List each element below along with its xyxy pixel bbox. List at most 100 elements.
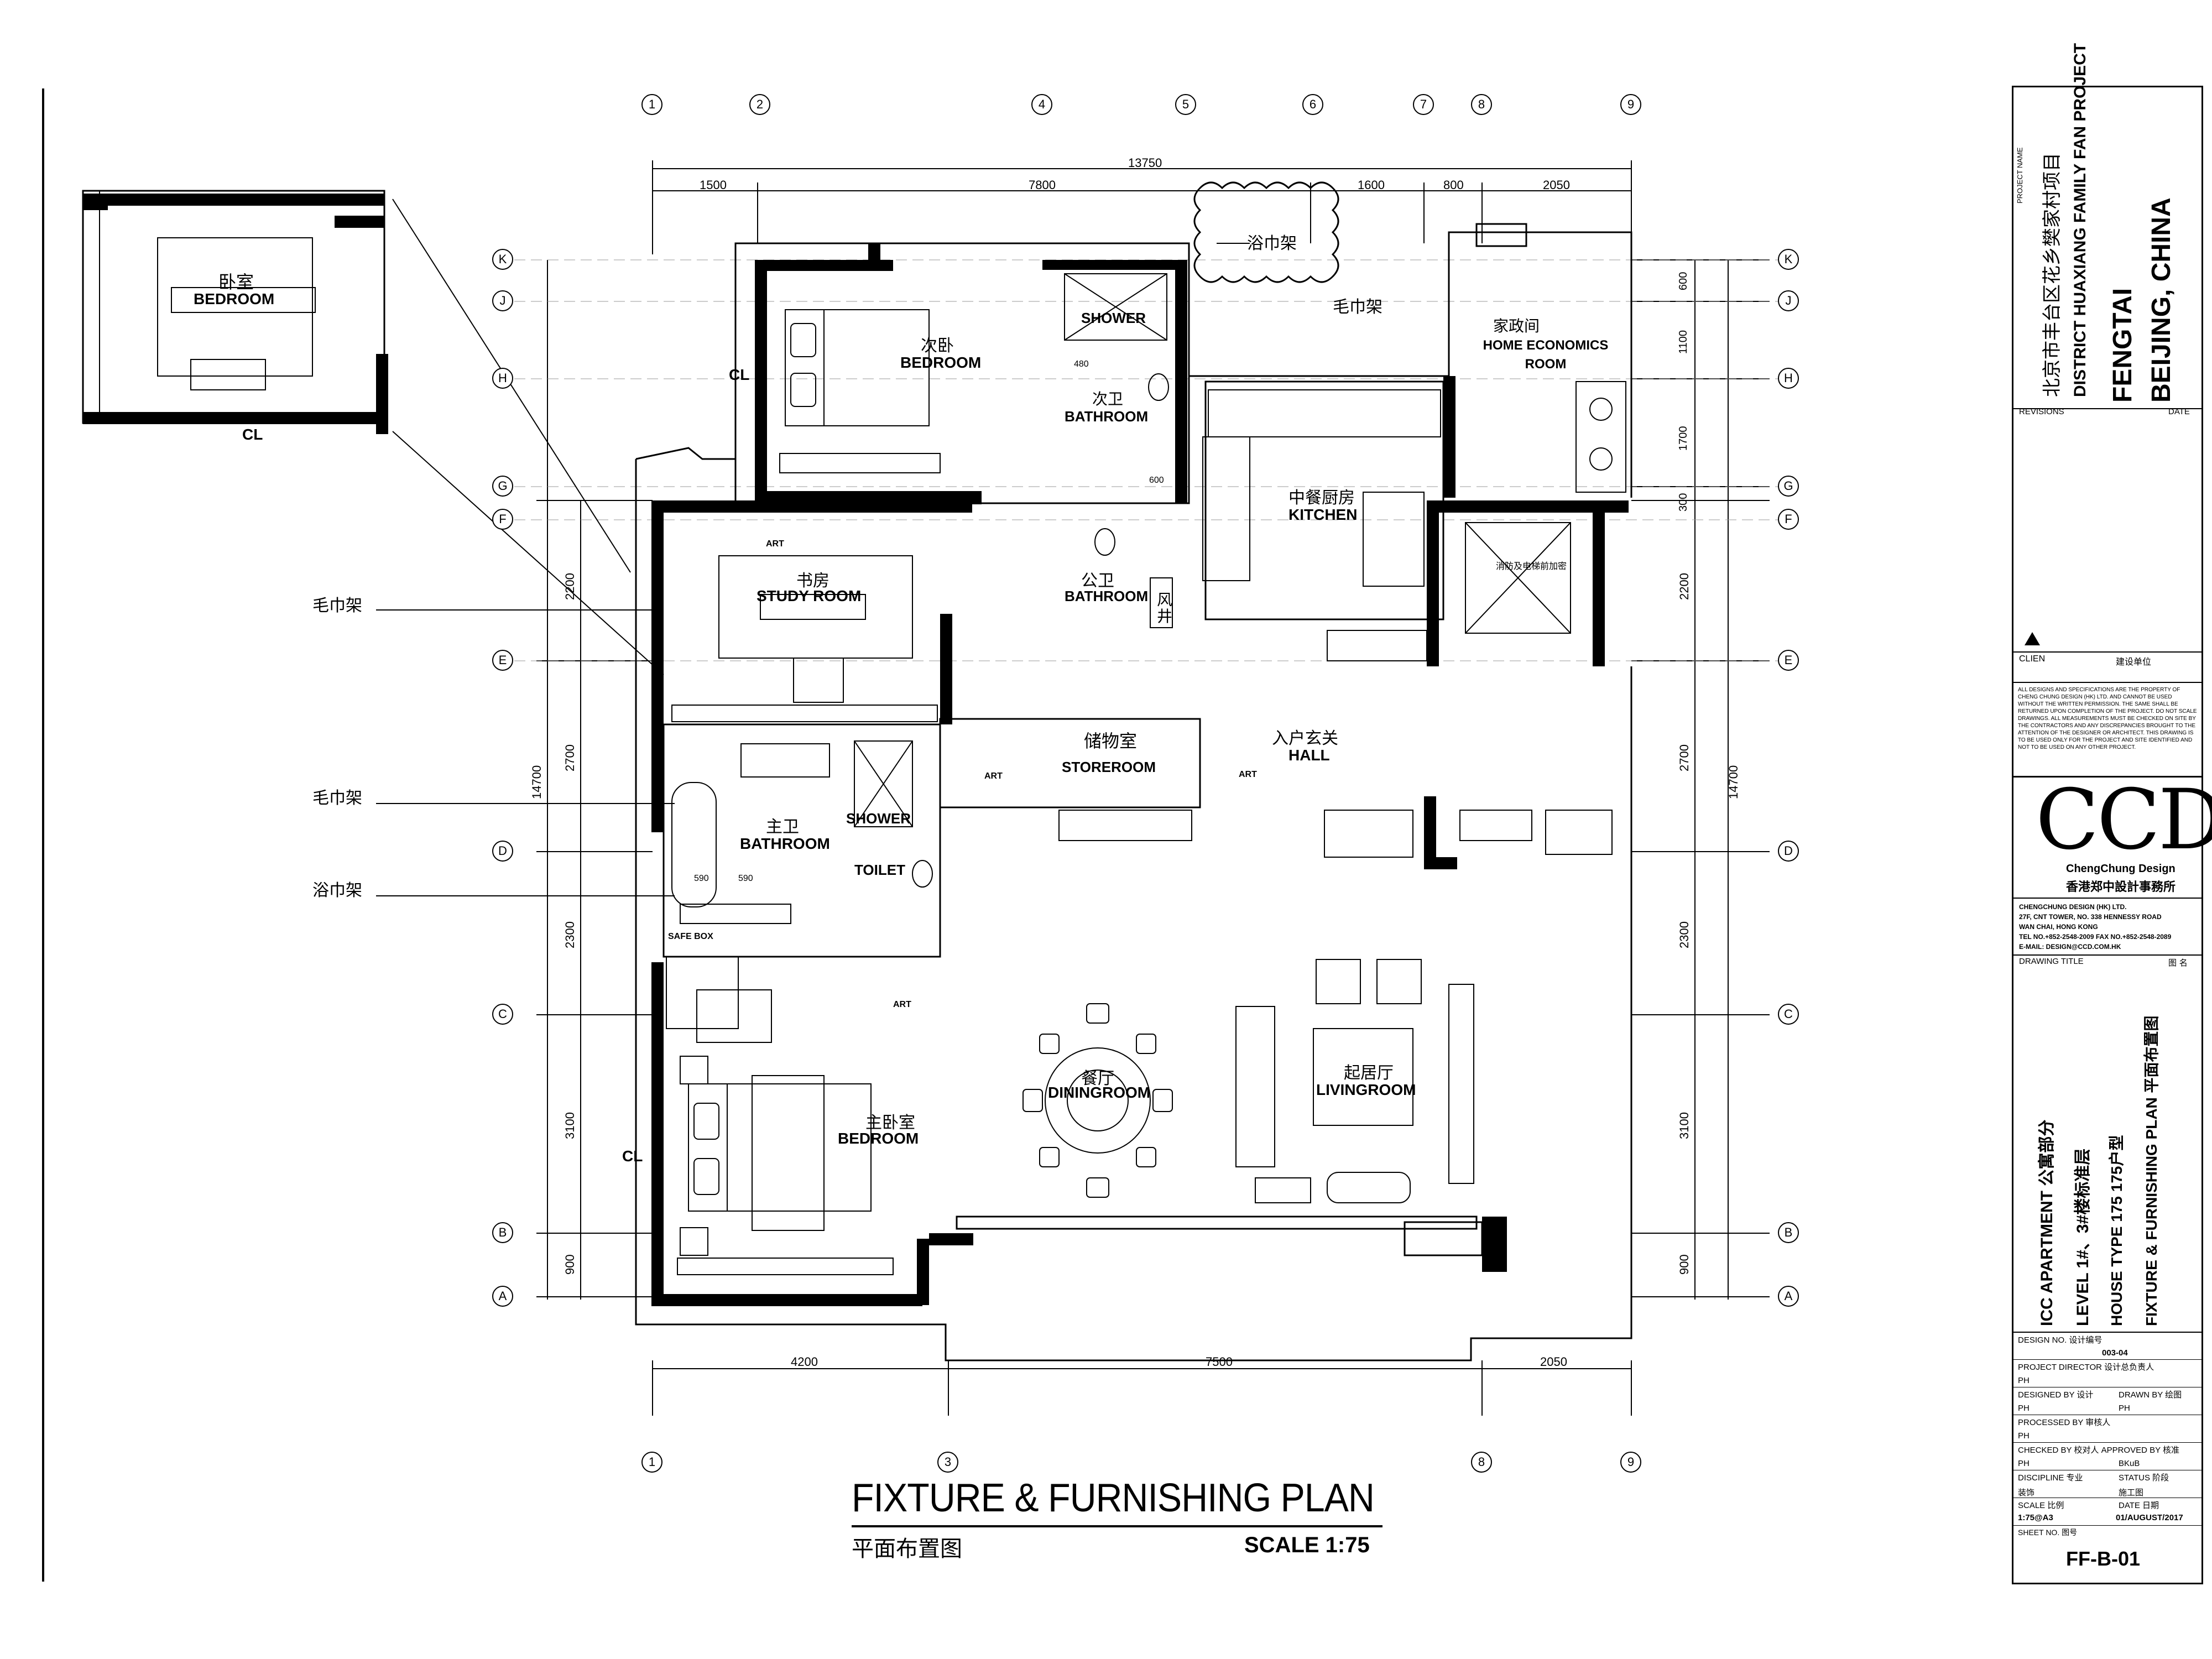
- title-underline: [852, 1525, 1383, 1527]
- outer-walls: [635, 223, 1632, 1361]
- drawing-title-cn: 平面布置图: [852, 1536, 962, 1562]
- dim-right-total: 14700: [1726, 765, 1740, 799]
- room-storeroom-cn: 储物室: [1084, 731, 1138, 752]
- tb-client-cn: 建设单位: [2116, 656, 2152, 667]
- tb-discipline-value: 装饰: [2018, 1488, 2035, 1498]
- dim-top-4: 800: [1443, 178, 1464, 192]
- room-public-bath-cn: 公卫: [1081, 571, 1114, 591]
- grid-row-left-A: A: [492, 1286, 513, 1307]
- room-hall-cn: 入户玄关: [1272, 729, 1338, 748]
- tb-project-en: DISTRICT HUAXIANG FAMILY FAN PROJECT: [2071, 43, 2089, 397]
- tb-drawing-title-label: DRAWING TITLE: [2019, 957, 2084, 966]
- tb-sheet-label: SHEET NO. 图号: [2018, 1528, 2078, 1537]
- tb-designed-value: PH: [2018, 1404, 2030, 1413]
- dim-right-5: 2200: [1677, 573, 1691, 600]
- room-kitchen: KITCHEN: [1288, 506, 1358, 523]
- tb-notice-line: [2013, 682, 2201, 683]
- label-dim-590-1: 590: [694, 874, 709, 883]
- room-study-cn: 书房: [796, 571, 830, 591]
- label-lift: 消防及电梯前加密: [1496, 561, 1567, 571]
- tb-warning-triangle: [2025, 632, 2040, 645]
- grid-row-left-H: H: [492, 368, 513, 389]
- tb-location-1: FENGTAI: [2108, 288, 2137, 403]
- room-master-bath: BATHROOM: [740, 835, 830, 852]
- label-dim-480: 480: [1074, 359, 1089, 369]
- tb-title-line: [2013, 954, 2201, 956]
- room-bathroom-2-cn: 次卫: [1092, 390, 1124, 408]
- left-dimensions: [536, 260, 653, 1300]
- bottom-dimensions: [652, 1360, 1632, 1416]
- room-dining: DININGROOM: [1048, 1084, 1151, 1101]
- room-inset-bed: BEDROOM: [194, 290, 275, 307]
- tb-title-2: LEVEL 1#、3#楼标准层: [2074, 1148, 2092, 1326]
- label-towel-rack-2: 毛巾架: [312, 789, 362, 808]
- tb-design-no-line: [2013, 1332, 2201, 1333]
- room-bedroom-2: BEDROOM: [900, 354, 982, 371]
- dim-bottom-3: 2050: [1540, 1355, 1567, 1369]
- grid-row-left-E: E: [492, 650, 513, 671]
- right-dimensions: [1631, 259, 1770, 1300]
- tb-pd-line: [2013, 1359, 2201, 1360]
- label-cl-1: CL: [729, 366, 750, 383]
- furniture: [666, 273, 1626, 1275]
- bedroom-inset: [82, 190, 664, 675]
- grid-row-right-K: K: [1778, 249, 1799, 270]
- tb-approved-value: BKuB: [2119, 1459, 2140, 1468]
- room-bedroom-2-cn: 次卧: [921, 336, 954, 356]
- tb-drawn-value: PH: [2119, 1404, 2130, 1413]
- room-storeroom: STOREROOM: [1062, 759, 1156, 775]
- tb-project-label: PROJECT NAME: [2016, 147, 2024, 204]
- grid-col-bottom-3: 3: [937, 1452, 958, 1473]
- tb-checked-by: CHECKED BY 校对人 APPROVED BY 核准: [2018, 1446, 2180, 1455]
- dim-left-3: 2300: [563, 921, 577, 948]
- room-dining-cn: 餐厅: [1081, 1069, 1114, 1088]
- tb-drawing-title-cn: 图 名: [2168, 958, 2188, 968]
- dim-top-5: 2050: [1543, 178, 1570, 192]
- dim-bottom-2: 7500: [1206, 1355, 1233, 1369]
- tb-email: E-MAIL: DESIGN@CCD.COM.HK: [2019, 943, 2121, 951]
- tb-title-3: HOUSE TYPE 175 175户型: [2108, 1135, 2125, 1326]
- tb-checked-line: [2013, 1442, 2201, 1443]
- room-toilet: TOILET: [854, 862, 905, 878]
- room-living-cn: 起居厅: [1344, 1063, 1394, 1083]
- label-art-1: ART: [766, 539, 784, 549]
- dim-bottom-1: 4200: [791, 1355, 818, 1369]
- tb-checked-value: PH: [2018, 1459, 2030, 1468]
- tb-processed-value: PH: [2018, 1431, 2030, 1441]
- dining-table: [1045, 1047, 1151, 1154]
- dim-top-1: 1500: [700, 178, 727, 192]
- dim-right-8: 3100: [1677, 1112, 1691, 1139]
- dim-right-9: 900: [1677, 1254, 1691, 1275]
- tb-drawn-by: DRAWN BY 绘图: [2119, 1390, 2182, 1400]
- tb-revisions: REVISIONS: [2019, 407, 2064, 416]
- dim-right-6: 2700: [1677, 744, 1691, 771]
- tb-logo-cn: 香港郑中設計事務所: [2066, 880, 2176, 894]
- tb-pd-value: PH: [2018, 1376, 2030, 1385]
- tb-design-no: 003-04: [2102, 1348, 2128, 1358]
- room-master-bed-cn: 主卧室: [865, 1113, 915, 1133]
- dim-right-1: 600: [1677, 272, 1689, 290]
- tb-scale-value: 1:75@A3: [2018, 1513, 2053, 1522]
- grid-col-top-8: 8: [1471, 94, 1492, 115]
- grid-row-right-E: E: [1778, 650, 1799, 671]
- tb-title-4: FIXTURE & FURNISHING PLAN 平面布置图: [2143, 1015, 2160, 1326]
- tb-project-section: PROJECT NAME 北京市丰台区花乡樊家村项目 DISTRICT HUAX…: [2013, 43, 2201, 409]
- tb-location-2: BEIJING, CHINA: [2147, 197, 2176, 403]
- dim-left-1: 2200: [563, 573, 577, 600]
- room-kitchen-cn: 中餐厨房: [1288, 488, 1355, 508]
- grid-row-right-J: J: [1778, 290, 1799, 311]
- tb-logo-sub: ChengChung Design: [2066, 863, 2176, 875]
- grid-col-top-6: 6: [1302, 94, 1323, 115]
- grid-row-left-J: J: [492, 290, 513, 311]
- tb-scale-label: SCALE 比例: [2018, 1501, 2064, 1510]
- tb-client-line: [2013, 651, 2201, 653]
- room-master-bath-cn: 主卫: [766, 817, 799, 837]
- dim-left-5: 900: [563, 1254, 577, 1275]
- label-towel-rack-3: 毛巾架: [1333, 298, 1383, 317]
- dim-top-3: 1600: [1358, 178, 1385, 192]
- room-home-econ-cn: 家政间: [1493, 317, 1540, 335]
- tb-notice: ALL DESIGNS AND SPECIFICATIONS ARE THE P…: [2018, 687, 2197, 750]
- grid-col-top-7: 7: [1413, 94, 1434, 115]
- dim-left-4: 3100: [563, 1112, 577, 1139]
- tb-discipline: DISCIPLINE 专业: [2018, 1473, 2083, 1483]
